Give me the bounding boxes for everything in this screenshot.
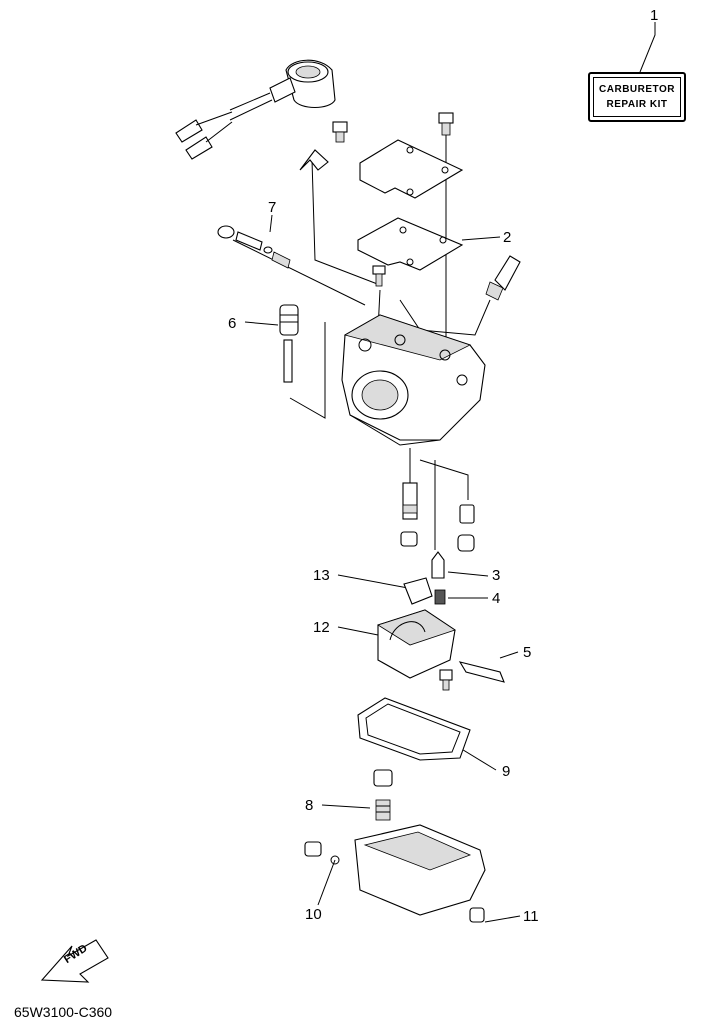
callout-12[interactable]: 12 <box>313 619 330 636</box>
pilot-screw-assembly <box>217 225 521 301</box>
float-bowl <box>304 824 486 923</box>
needle-valve-parts <box>403 551 446 605</box>
diagram-code: 65W3100-C360 <box>14 1004 113 1020</box>
callout-4[interactable]: 4 <box>492 590 501 607</box>
repair-kit-inner-frame: CARBURETOR REPAIR KIT <box>593 77 681 117</box>
repair-kit-line-2: REPAIR KIT <box>606 99 668 110</box>
callout-5[interactable]: 5 <box>523 644 532 661</box>
choke-fitting <box>175 59 336 160</box>
callout-2[interactable]: 2 <box>503 229 512 246</box>
callout-9[interactable]: 9 <box>502 763 511 780</box>
repair-kit-line-1: CARBURETOR <box>599 84 675 95</box>
fwd-arrow-icon <box>40 939 109 983</box>
callout-8[interactable]: 8 <box>305 797 314 814</box>
callout-6[interactable]: 6 <box>228 315 237 332</box>
leader-lines <box>232 22 656 923</box>
float-and-pin <box>377 609 505 691</box>
carburetor-body <box>341 314 486 446</box>
drain-spring <box>373 769 393 821</box>
callout-3[interactable]: 3 <box>492 567 501 584</box>
float-bowl-gasket <box>357 697 471 761</box>
callout-7[interactable]: 7 <box>268 199 277 216</box>
callout-1[interactable]: 1 <box>650 7 659 24</box>
callout-11[interactable]: 11 <box>523 908 539 925</box>
body-jets <box>400 482 475 552</box>
callout-13[interactable]: 13 <box>313 567 330 584</box>
repair-kit-label[interactable]: CARBURETOR REPAIR KIT <box>588 72 686 122</box>
gasket-plates <box>357 139 464 271</box>
callout-10[interactable]: 10 <box>305 906 322 923</box>
clip-and-screws <box>299 112 454 287</box>
main-nozzle <box>279 304 299 383</box>
